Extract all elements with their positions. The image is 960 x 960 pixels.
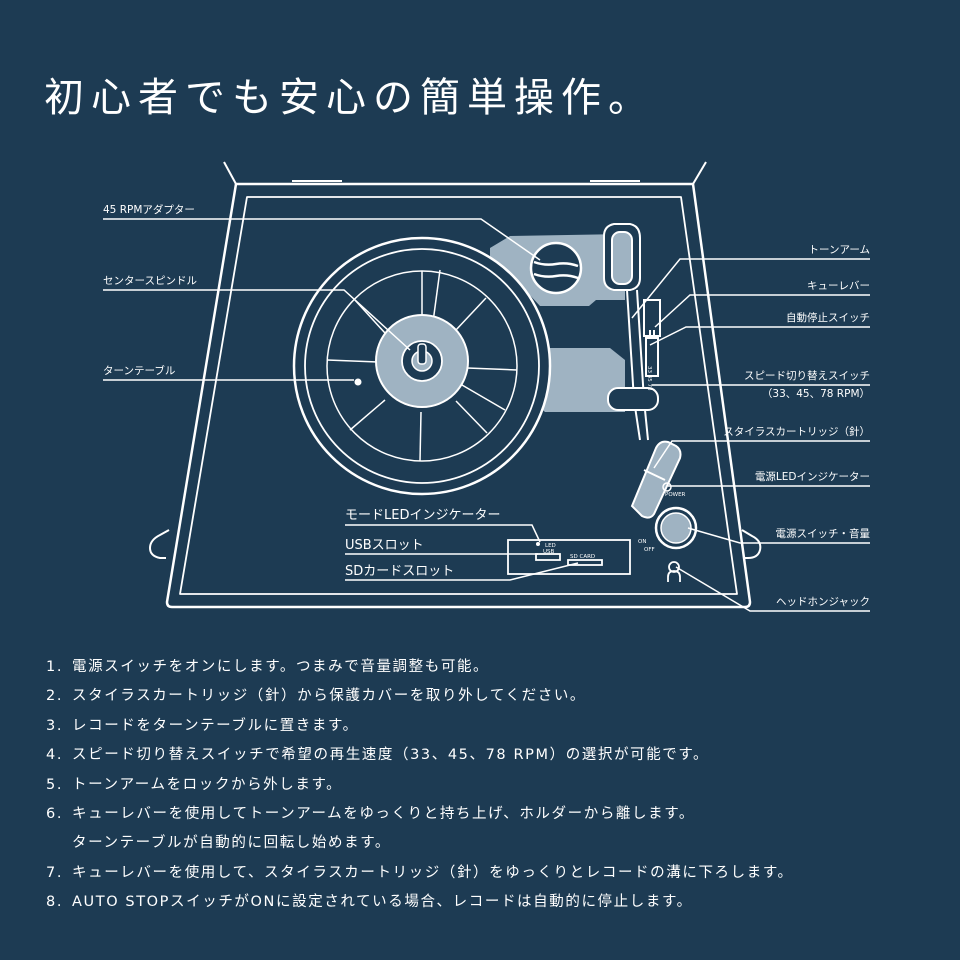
label-stylus: スタイラスカートリッジ（針） (723, 425, 870, 438)
front-panel (507, 539, 631, 575)
headphone-jack-icon (667, 561, 681, 582)
list-item: 2.スタイラスカートリッジ（針）から保護カバーを取り外してください。 (46, 688, 587, 705)
turntable-body (165, 182, 752, 609)
label-turntable: ターンテーブル (103, 364, 175, 377)
list-item: 4.スピード切り替えスイッチで希望の再生速度（33、45、78 RPM）の選択が… (46, 747, 710, 764)
on-label: ON (638, 539, 646, 545)
label-sd-slot: SDカードスロット (345, 564, 454, 579)
list-item: 5.トーンアームをロックから外します。 (46, 776, 343, 793)
panel-led-text: LED (545, 543, 556, 549)
tonearm (603, 223, 661, 441)
label-speed-values: （33、45、78 RPM） (762, 388, 870, 400)
label-tonearm: トーンアーム (808, 244, 870, 256)
leader-lines (103, 218, 870, 612)
label-usb-slot: USBスロット (345, 538, 424, 553)
panel-usb-text: USB (543, 549, 555, 555)
platter (292, 236, 552, 496)
adapter-45rpm (529, 241, 583, 295)
list-item: 1.電源スイッチをオンにします。つまみで音量調整も可能。 (46, 659, 490, 675)
panel-sd-text: SD CARD (570, 554, 595, 560)
list-item: 6.キューレバーを使用してトーンアームをゆっくりと持ち上げ、ホルダーから離します… (46, 806, 695, 852)
label-center-spindle: センタースピンドル (103, 275, 197, 287)
list-item: 8.AUTO STOPスイッチがONに設定されている場合、レコードは自動的に停止… (46, 894, 693, 911)
label-power-volume: 電源スイッチ・音量 (776, 527, 871, 540)
label-headphone: ヘッドホンジャック (776, 596, 870, 608)
power-led-dot (662, 482, 672, 492)
side-feet (148, 529, 762, 559)
stylus-cartridge (630, 440, 682, 519)
list-item: 7.キューレバーを使用して、スタイラスカートリッジ（針）をゆっくりとレコードの溝… (46, 864, 794, 881)
power-label: POWER (665, 492, 686, 498)
page-title: 初心者でも安心の簡単操作。 (44, 75, 655, 121)
label-cue-lever: キューレバー (807, 280, 870, 292)
speed-dial-text: 33 45 78 (646, 366, 652, 391)
lid-outline (223, 161, 707, 185)
instruction-list: 1.電源スイッチをオンにします。つまみで音量調整も可能。 2.スタイラスカートリ… (46, 653, 794, 918)
label-speed-switch: スピード切り替えスイッチ (744, 369, 870, 382)
label-power-led: 電源LEDインジケーター (755, 470, 870, 483)
off-label: OFF (644, 547, 655, 553)
label-adapter: 45 RPMアダプター (103, 203, 195, 216)
label-mode-led: モードLEDインジケーター (345, 508, 500, 523)
label-auto-stop: 自動停止スイッチ (786, 311, 870, 324)
power-volume-knob (654, 506, 698, 550)
list-item: 3.レコードをターンテーブルに置きます。 (46, 717, 359, 734)
